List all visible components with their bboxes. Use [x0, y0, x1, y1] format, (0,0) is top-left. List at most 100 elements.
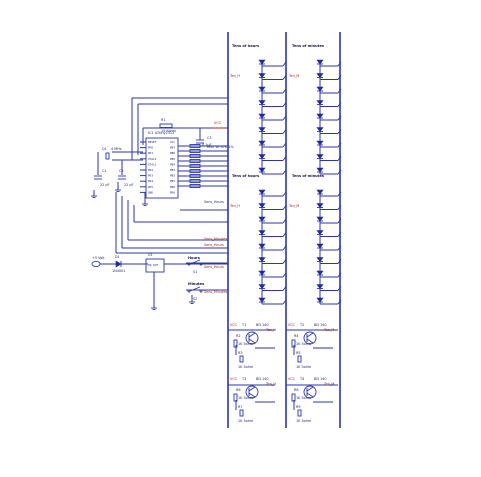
led-diode — [258, 86, 266, 92]
led-diode — [316, 257, 324, 262]
r1-value: 10 Kohm — [161, 129, 177, 133]
cap-c3-value: 0.1uF — [202, 143, 212, 147]
resistor-r1 — [159, 123, 173, 128]
led-diode — [258, 59, 266, 65]
led-output-tick — [282, 299, 287, 305]
led-diode — [316, 73, 324, 78]
cap-c3-ref: C3 — [207, 136, 212, 140]
led-output-tick — [337, 245, 342, 251]
resistor-array-element — [189, 169, 201, 173]
led-output-tick — [337, 61, 342, 67]
mcu-pin-right: PB3 — [170, 168, 175, 172]
resistor-array-element — [189, 184, 201, 188]
led-diode — [316, 167, 324, 173]
led-output-tick — [282, 218, 287, 224]
r1-ref: R1 — [161, 118, 166, 122]
vcc-tag: VCC — [230, 377, 238, 381]
power-connector — [91, 260, 101, 268]
base-resistor — [291, 339, 296, 348]
mcu-ref: IC1 — [148, 131, 154, 135]
transistor-net-label: Ten_H — [265, 382, 276, 386]
led-output-tick — [337, 272, 342, 278]
led-diode — [258, 154, 266, 159]
led-output-tick — [282, 88, 287, 94]
led-resistor — [239, 355, 244, 363]
transistor-body — [245, 385, 259, 399]
led-output-tick — [337, 286, 342, 291]
transistor-part: BD 140 — [314, 323, 327, 327]
led-resistor-ref: R7 — [238, 405, 243, 409]
panel-right-top-title: Tens of minutes — [292, 44, 324, 48]
button-minutes-label: Minutes — [188, 282, 204, 286]
led-diode — [316, 86, 324, 92]
led-output-tick — [282, 156, 287, 161]
led-diode — [316, 127, 324, 132]
mcu-pin-left: PD0 — [148, 146, 153, 150]
led-output-tick — [282, 286, 287, 291]
led-diode — [316, 189, 324, 195]
mcu-pin-left: PD1 — [148, 151, 153, 155]
led-output-tick — [337, 259, 342, 264]
led-output-tick — [282, 169, 287, 175]
transistor-ref: T3 — [241, 377, 246, 381]
vcc-tag: VCC — [288, 377, 296, 381]
mcu-pin-right: PB6 — [170, 151, 175, 155]
led-output-tick — [337, 129, 342, 134]
led-output-tick — [282, 61, 287, 67]
panel-right-top-bus: Ten_M — [288, 74, 299, 78]
wiring — [93, 32, 341, 428]
panel-left-top-title: Tens of hours — [232, 44, 259, 48]
led-diode — [316, 270, 324, 276]
led-resistor-value: 1K 5ohm — [238, 365, 254, 369]
base-resistor-value: 1K 5ohm — [238, 342, 254, 346]
diode-part: 1N4001 — [112, 269, 125, 273]
cap-c1-ref: C1 — [102, 169, 107, 173]
mcu-pin-left: XTAL1 — [148, 162, 157, 166]
led-diode — [258, 284, 266, 289]
mcu-pin-left: RESET — [148, 140, 157, 144]
cap-c2-ref: C2 — [119, 169, 124, 173]
led-diode — [316, 59, 324, 65]
button-minutes: Minutes S2 — [187, 282, 204, 301]
transistor-body — [303, 385, 317, 399]
led-diode — [258, 113, 266, 119]
panel-left-bottom-bus: Ten_H — [229, 204, 240, 208]
regulator-pins: IN OUT — [148, 263, 158, 267]
led-output-tick — [337, 299, 342, 305]
transistor-part: BD 140 — [256, 377, 269, 381]
transistor-net-label: Ten_M — [323, 328, 334, 332]
led-diode — [258, 243, 266, 249]
net-label-1: Sens_Minutes — [204, 237, 227, 241]
led-columns — [258, 59, 342, 305]
led-resistor-ref: R3 — [238, 351, 243, 355]
led-output-tick — [282, 232, 287, 237]
led-output-tick — [337, 75, 342, 80]
led-output-tick — [282, 142, 287, 148]
led-output-tick — [282, 115, 287, 121]
base-resistor — [233, 393, 238, 402]
resistor-array-element — [189, 164, 201, 168]
base-resistor-ref: R6 — [236, 388, 241, 392]
base-resistor-value: 1K 5ohm — [296, 396, 312, 400]
led-output-tick — [337, 218, 342, 224]
transistor-collector — [306, 332, 314, 338]
vcc-label: VCC — [214, 121, 222, 125]
led-diode — [316, 284, 324, 289]
led-diode — [258, 127, 266, 132]
led-diode — [258, 230, 266, 235]
base-resistor-value: 1K 5ohm — [238, 396, 254, 400]
led-diode — [258, 73, 266, 78]
cap-c1-value: 22 pF — [100, 183, 110, 187]
led-output-tick — [282, 245, 287, 251]
panel-right-bottom-bus: Ten_M — [288, 204, 299, 208]
led-resistor — [297, 355, 302, 363]
mcu-pin-right: PB1 — [170, 179, 175, 183]
led-diode — [316, 243, 324, 249]
mcu-pin-right: PB4 — [170, 162, 175, 166]
mcu-pin-right: PB7 — [170, 146, 175, 150]
